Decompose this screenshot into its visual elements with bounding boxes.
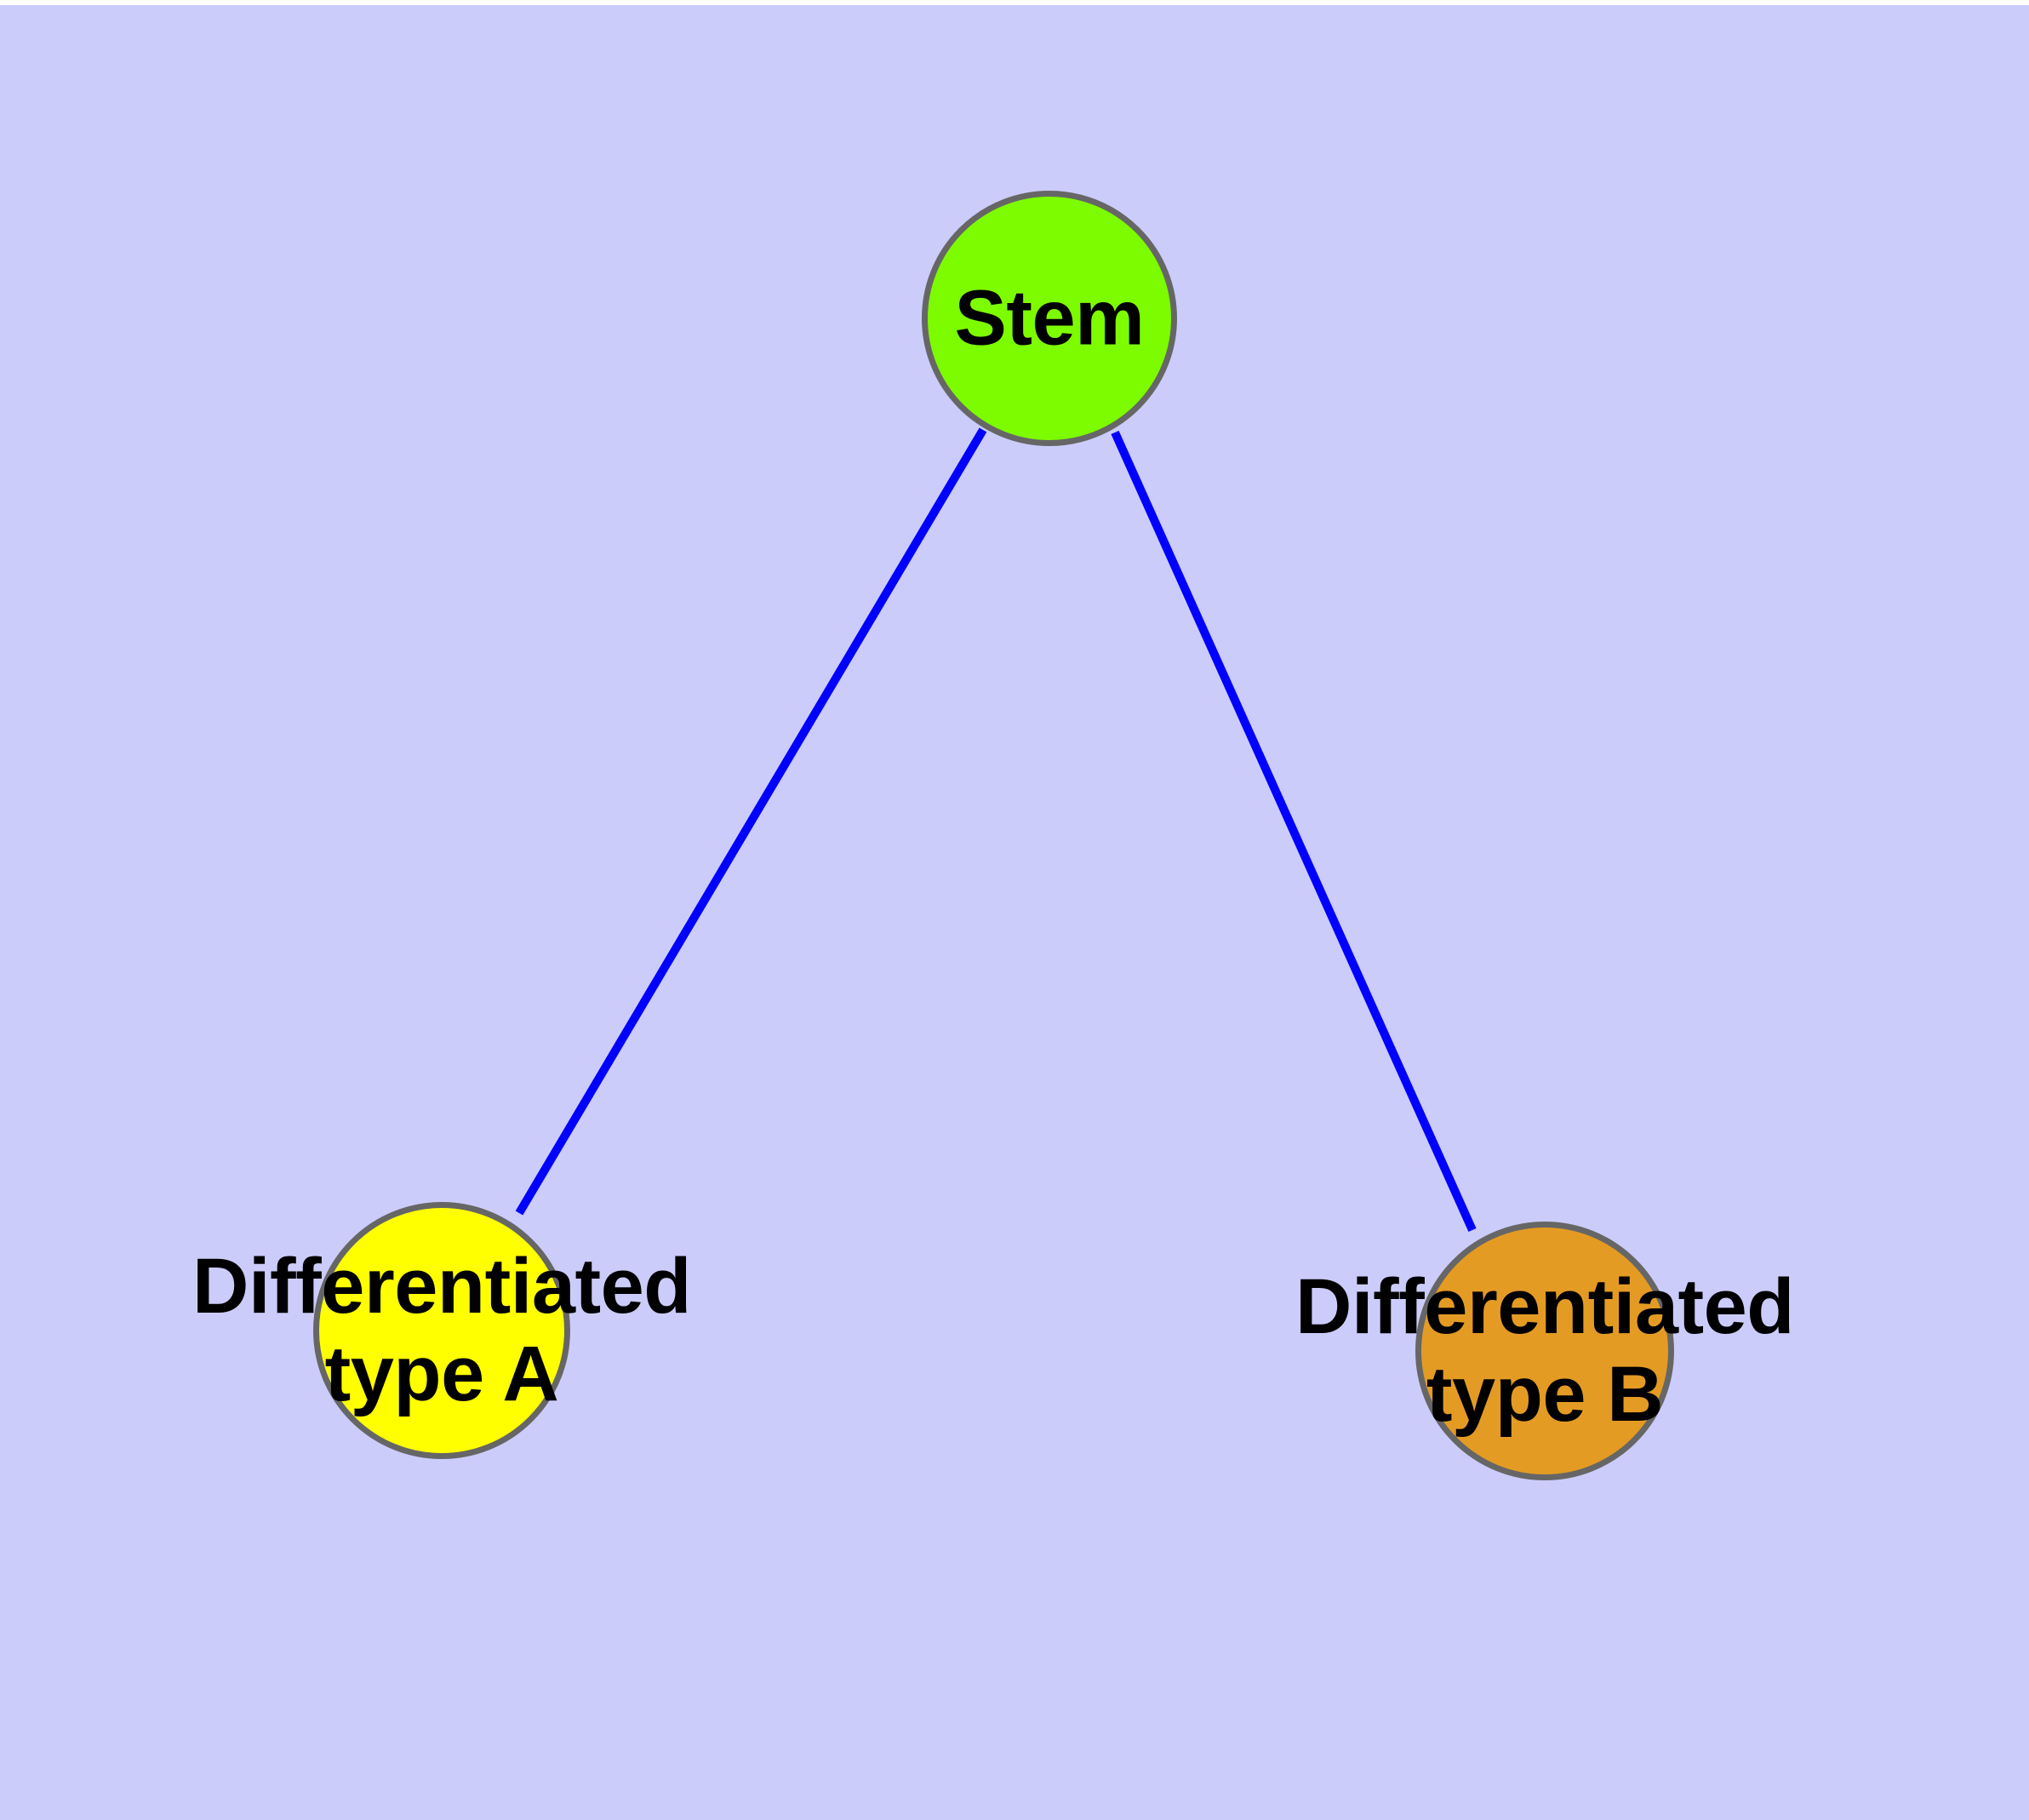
node-layer: [313, 191, 1674, 1480]
node-differentiated-type-b[interactable]: [1415, 1222, 1674, 1480]
edge-layer: [515, 427, 1477, 1233]
edge-stem-to-diff-b[interactable]: [1111, 430, 1477, 1233]
edge-stem-to-diff-a[interactable]: [515, 427, 987, 1216]
node-differentiated-type-a[interactable]: [313, 1202, 570, 1459]
node-stem[interactable]: [922, 191, 1177, 446]
top-margin-strip: [0, 0, 2029, 5]
